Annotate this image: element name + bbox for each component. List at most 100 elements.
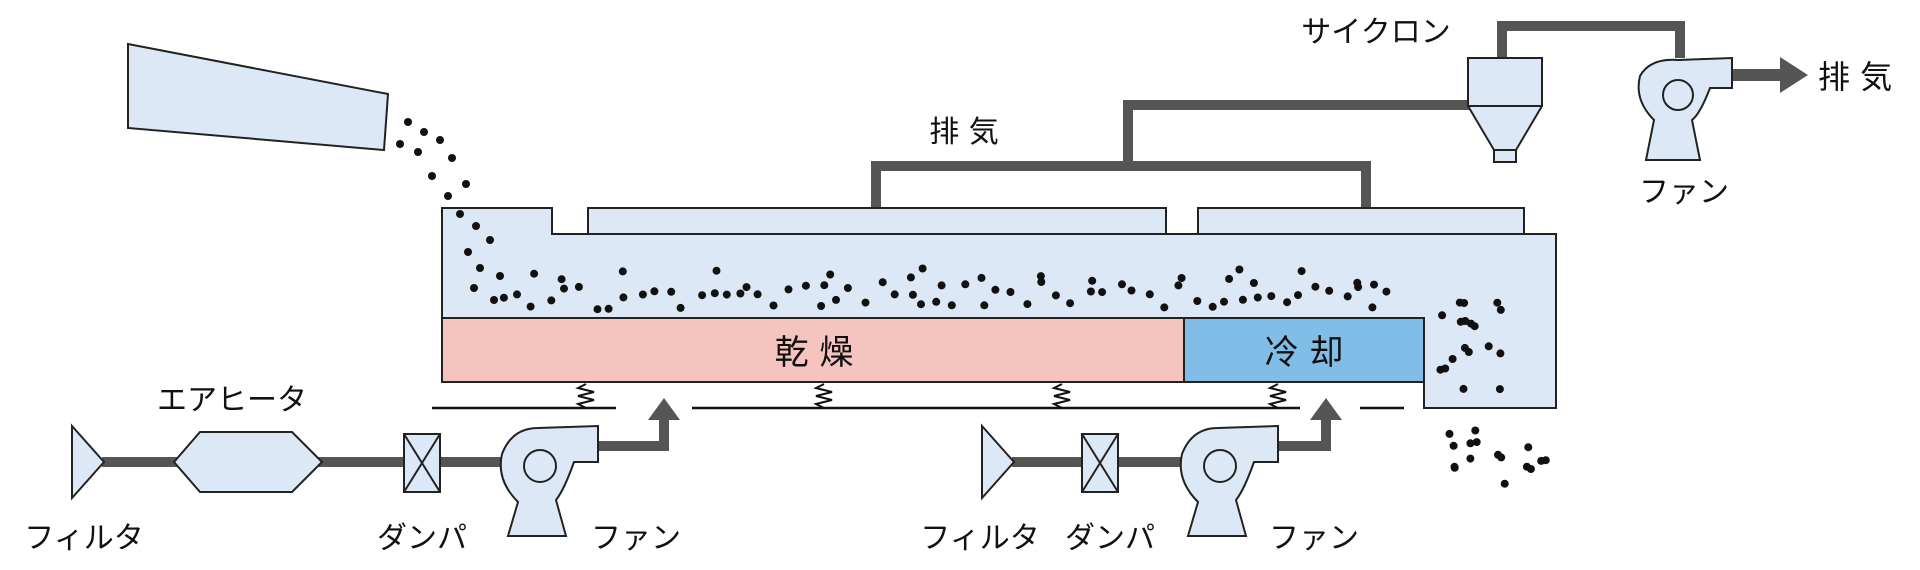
spring-icon xyxy=(1267,383,1287,409)
particle xyxy=(1466,439,1475,448)
particle xyxy=(618,267,627,276)
particle xyxy=(1496,349,1505,358)
particle xyxy=(843,284,852,292)
particle xyxy=(486,236,494,244)
feed-hopper-icon xyxy=(127,42,390,152)
damper-right-icon xyxy=(1081,433,1119,493)
fan-top-icon xyxy=(1637,56,1733,161)
particle xyxy=(1283,298,1292,307)
exhaust-top-label: 排 気 xyxy=(929,115,999,150)
particle xyxy=(414,148,422,156)
particle xyxy=(1382,287,1391,296)
particle xyxy=(1450,462,1459,471)
particle xyxy=(1526,465,1535,473)
particle xyxy=(574,282,583,291)
fan-top-label: ファン xyxy=(1639,175,1729,210)
particle xyxy=(1225,274,1234,283)
particle xyxy=(470,284,478,292)
cyclone-label: サイクロン xyxy=(1301,15,1450,50)
particle xyxy=(1023,300,1032,309)
particle xyxy=(1541,456,1550,465)
damper-right-label: ダンパ xyxy=(1065,521,1155,556)
cyclone-icon xyxy=(1467,57,1543,163)
particle xyxy=(404,118,412,126)
particle xyxy=(1297,267,1306,276)
particle xyxy=(526,302,535,311)
particle xyxy=(593,305,602,314)
particle xyxy=(1145,290,1154,299)
particle xyxy=(499,293,508,302)
exhaust-out-arrow-icon xyxy=(1780,57,1808,93)
particle xyxy=(1238,295,1247,304)
air-heater-icon xyxy=(172,431,324,493)
particle xyxy=(801,281,810,290)
particle xyxy=(1127,286,1136,295)
particle xyxy=(476,264,484,272)
particle xyxy=(1036,272,1045,281)
particle xyxy=(820,281,829,290)
particle xyxy=(947,301,956,310)
filter-right-label: フィルタ xyxy=(920,521,1039,556)
particle xyxy=(1006,288,1015,296)
particle xyxy=(1193,297,1202,305)
particle xyxy=(1368,303,1377,312)
particle xyxy=(547,296,556,305)
air-riser-right xyxy=(1276,418,1331,451)
particle xyxy=(1325,286,1334,295)
particle xyxy=(698,291,707,300)
particle xyxy=(710,289,719,298)
particle xyxy=(977,273,986,282)
particle xyxy=(961,280,970,289)
particle xyxy=(464,248,472,256)
particle xyxy=(396,140,404,148)
particle xyxy=(1051,291,1060,300)
particle xyxy=(1220,297,1228,306)
particle xyxy=(638,290,647,299)
particle xyxy=(769,301,778,310)
particle xyxy=(462,180,470,188)
air-riser-arrow-left-icon xyxy=(648,398,680,420)
particle xyxy=(817,302,826,310)
particle xyxy=(619,293,628,302)
particle xyxy=(448,154,456,162)
particle xyxy=(1353,278,1362,287)
particle xyxy=(1086,287,1095,296)
spring-icon xyxy=(575,383,595,409)
zone-cooling-label: 冷 却 xyxy=(1265,333,1344,373)
particle xyxy=(937,281,946,290)
particle xyxy=(1118,280,1126,289)
particle xyxy=(420,128,428,136)
exhaust-out-label: 排 気 xyxy=(1818,58,1892,96)
particle xyxy=(1445,429,1454,438)
particle xyxy=(712,266,721,275)
particle xyxy=(784,285,793,294)
particle xyxy=(826,270,835,279)
hood-drying xyxy=(587,207,1167,235)
particle xyxy=(1494,450,1502,459)
particle xyxy=(917,300,925,309)
particle xyxy=(1459,384,1468,393)
particle xyxy=(436,136,444,144)
particle xyxy=(1177,274,1186,282)
filter-right-icon xyxy=(981,423,1016,501)
particle xyxy=(530,269,539,278)
particle xyxy=(1448,355,1457,363)
particle xyxy=(557,275,566,284)
particle xyxy=(1460,299,1469,307)
particle xyxy=(908,290,917,299)
particle xyxy=(1160,303,1169,312)
particle xyxy=(676,303,685,312)
particle xyxy=(1174,281,1183,290)
damper-left-icon xyxy=(403,433,441,493)
particle xyxy=(1253,293,1262,302)
fan-left-label: ファン xyxy=(591,521,681,556)
particle xyxy=(1066,299,1075,308)
particle xyxy=(753,290,762,299)
fan-left-icon xyxy=(499,424,599,537)
fan-right-icon xyxy=(1179,424,1279,537)
particle xyxy=(667,287,676,296)
particle xyxy=(513,290,521,299)
particle xyxy=(1464,348,1473,356)
particle xyxy=(1493,298,1502,307)
particle xyxy=(444,192,452,200)
